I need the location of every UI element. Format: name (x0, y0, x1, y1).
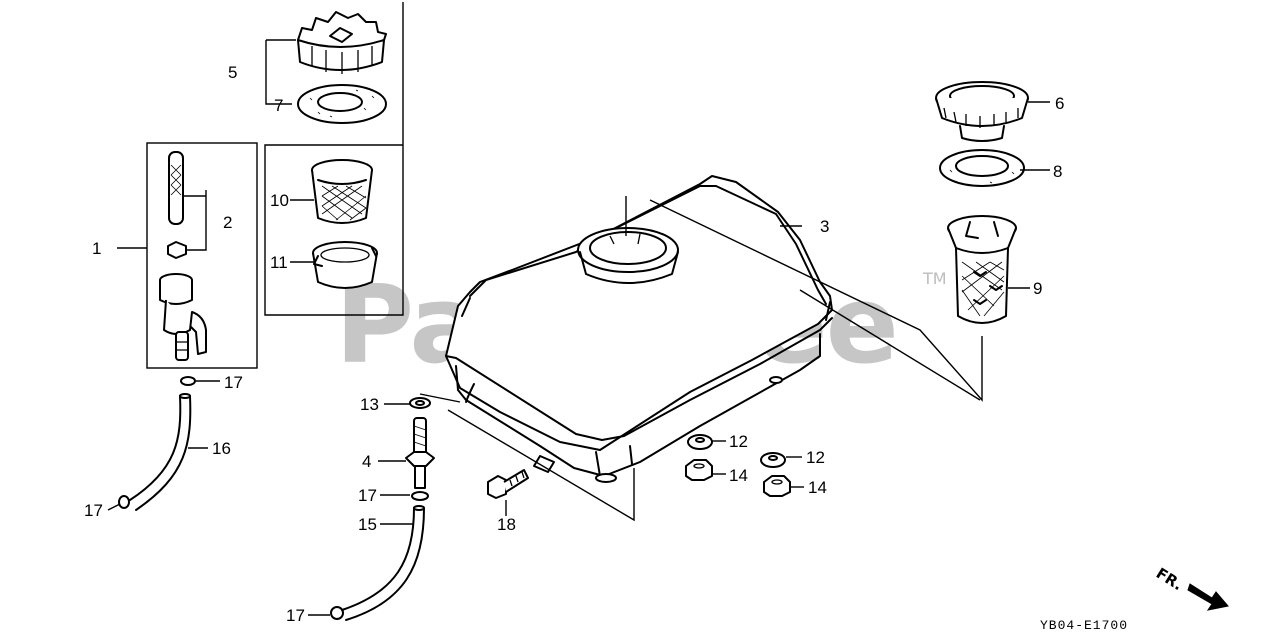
callout-14a: 14 (729, 466, 748, 485)
callout-13: 13 (360, 395, 379, 414)
callout-17c: 17 (358, 486, 377, 505)
callout-7: 7 (274, 96, 283, 115)
callout-2: 2 (223, 213, 232, 232)
fuel-cock-part[interactable] (159, 273, 207, 361)
cap-gasket-part[interactable] (939, 149, 1025, 187)
callout-9: 9 (1033, 279, 1042, 298)
callout-5: 5 (228, 63, 237, 82)
callout-17d: 17 (286, 606, 305, 625)
fuel-strainer-part[interactable] (311, 159, 373, 224)
fuel-cock-frame (146, 142, 258, 369)
callout-4: 4 (362, 452, 371, 471)
assembly-lines (107, 39, 1050, 616)
tube-clip-part-lower[interactable] (330, 606, 344, 620)
callout-18: 18 (497, 515, 516, 534)
strainer-part-right[interactable] (947, 215, 1017, 324)
tube-clip-part-upper[interactable] (180, 376, 196, 386)
callout-17a: 17 (224, 373, 243, 392)
callout-14b: 14 (808, 478, 827, 497)
callout-15: 15 (358, 515, 377, 534)
callout-12b: 12 (806, 448, 825, 467)
washer-part-12-left[interactable] (687, 434, 713, 450)
cock-strainer-part[interactable] (167, 151, 187, 259)
filler-cap-part[interactable] (935, 81, 1029, 142)
fuel-joint-part[interactable] (405, 417, 435, 489)
callout-11: 11 (270, 253, 288, 272)
trademark-symbol: TM (922, 269, 947, 288)
tube-clip-part-left[interactable] (118, 495, 130, 509)
callout-1: 1 (92, 239, 101, 258)
flange-bolt-part[interactable] (487, 469, 529, 499)
front-label: FR. (1153, 564, 1186, 594)
cap-packing-part[interactable] (297, 84, 387, 124)
callout-17b: 17 (84, 501, 103, 520)
tube-clip-part-middle[interactable] (411, 491, 429, 501)
front-direction-indicator: FR. (1153, 564, 1229, 611)
callout-12a: 12 (729, 432, 748, 451)
strainer-holder-part[interactable] (312, 241, 378, 289)
callout-8: 8 (1053, 162, 1062, 181)
fuel-tube-part-16[interactable] (129, 393, 192, 511)
callout-16: 16 (212, 439, 231, 458)
diagram-code: YB04-E1700 (1040, 618, 1128, 633)
filter-kit-frame (264, 2, 404, 316)
washer-part[interactable] (409, 397, 431, 409)
fuel-tube-part-15[interactable] (341, 505, 425, 621)
front-arrow-icon (1187, 583, 1229, 611)
washer-part-12-right[interactable] (760, 452, 786, 468)
callout-labels: 1 2 3 4 5 6 7 8 9 10 11 12 12 13 14 14 1… (84, 63, 1064, 625)
callout-3: 3 (820, 217, 829, 236)
fuel-cap-part[interactable] (297, 11, 387, 74)
nut-part-14-left[interactable] (685, 459, 713, 481)
callout-6: 6 (1055, 94, 1064, 113)
callout-10: 10 (270, 191, 289, 210)
nut-part-14-right[interactable] (763, 475, 791, 497)
fuel-tank-part[interactable] (445, 175, 833, 483)
